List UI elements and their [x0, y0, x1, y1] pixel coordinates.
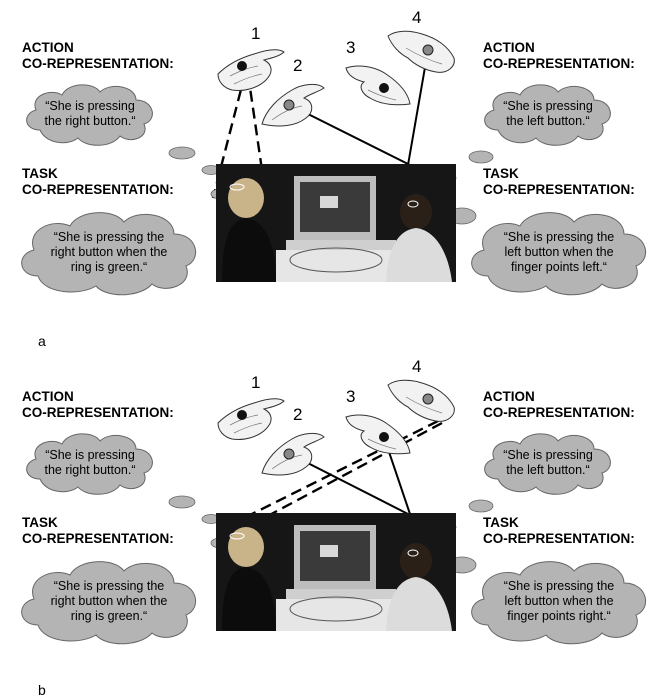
left-task-thought-cloud: “She is pressing the right button when t…: [14, 555, 204, 647]
left-task-thought-text: “She is pressing the right button when t…: [50, 229, 168, 274]
hand-number-3: 3: [346, 38, 356, 57]
hand-number-1: 1: [251, 24, 261, 43]
hand-2-icon: [261, 83, 325, 127]
left-action-thought-cloud: “She is pressing the right button.“: [20, 80, 160, 148]
right-action-heading: ACTION CO-REPRESENTATION:: [483, 40, 635, 71]
hand-1-icon: [217, 49, 285, 91]
left-action-thought-text: “She is pressing the right button.“: [44, 99, 136, 128]
hand-3-icon: [345, 414, 411, 455]
left-action-heading: ACTION CO-REPRESENTATION:: [22, 40, 174, 71]
hand-2-icon: [261, 432, 325, 476]
hand-number-2: 2: [293, 405, 303, 424]
right-task-thought-cloud: “She is pressing the left button when th…: [464, 555, 654, 647]
right-action-thought-text: “She is pressing the left button.“: [503, 99, 593, 128]
right-action-heading: ACTION CO-REPRESENTATION:: [483, 389, 635, 420]
solid-line-hand-2: [289, 104, 411, 166]
hand-number-4: 4: [412, 8, 422, 27]
left-action-thought-text: “She is pressing the right button.“: [44, 448, 136, 477]
solid-line-hand-3: [385, 442, 411, 515]
panel-label-b: b: [38, 682, 46, 698]
panel-b: ACTION CO-REPRESENTATION: ACTION CO-REPR…: [0, 349, 666, 698]
left-task-thought-text: “She is pressing the right button when t…: [50, 578, 168, 623]
right-task-thought-cloud: “She is pressing the left button when th…: [464, 206, 654, 298]
right-task-thought-text: “She is pressing the left button when th…: [503, 229, 615, 274]
right-action-thought-cloud: “She is pressing the left button.“: [478, 429, 618, 497]
hand-number-4: 4: [412, 357, 422, 376]
left-action-thought-cloud: “She is pressing the right button.“: [20, 429, 160, 497]
panel-label-a: a: [38, 333, 46, 349]
hand-4-icon: [387, 379, 455, 422]
left-action-heading: ACTION CO-REPRESENTATION:: [22, 389, 174, 420]
right-task-heading: TASK CO-REPRESENTATION:: [483, 515, 635, 546]
hand-number-3: 3: [346, 387, 356, 406]
right-action-thought-text: “She is pressing the left button.“: [503, 448, 593, 477]
left-task-thought-cloud: “She is pressing the right button when t…: [14, 206, 204, 298]
left-task-heading: TASK CO-REPRESENTATION:: [22, 166, 174, 197]
hand-4-icon: [387, 30, 455, 73]
dashed-line-hand-4b: [261, 421, 443, 521]
experiment-photo: [216, 164, 456, 282]
hand-1-icon: [217, 398, 285, 440]
right-task-heading: TASK CO-REPRESENTATION:: [483, 166, 635, 197]
hand-number-2: 2: [293, 56, 303, 75]
right-task-thought-text: “She is pressing the left button when th…: [503, 578, 615, 623]
hand-3-icon: [345, 65, 411, 106]
hand-number-1: 1: [251, 373, 261, 392]
panel-a: ACTION CO-REPRESENTATION: ACTION CO-REPR…: [14, 8, 654, 349]
left-task-heading: TASK CO-REPRESENTATION:: [22, 515, 174, 546]
right-action-thought-cloud: “She is pressing the left button.“: [478, 80, 618, 148]
dashed-line-hand-4: [249, 419, 439, 517]
experiment-photo: [216, 513, 456, 631]
